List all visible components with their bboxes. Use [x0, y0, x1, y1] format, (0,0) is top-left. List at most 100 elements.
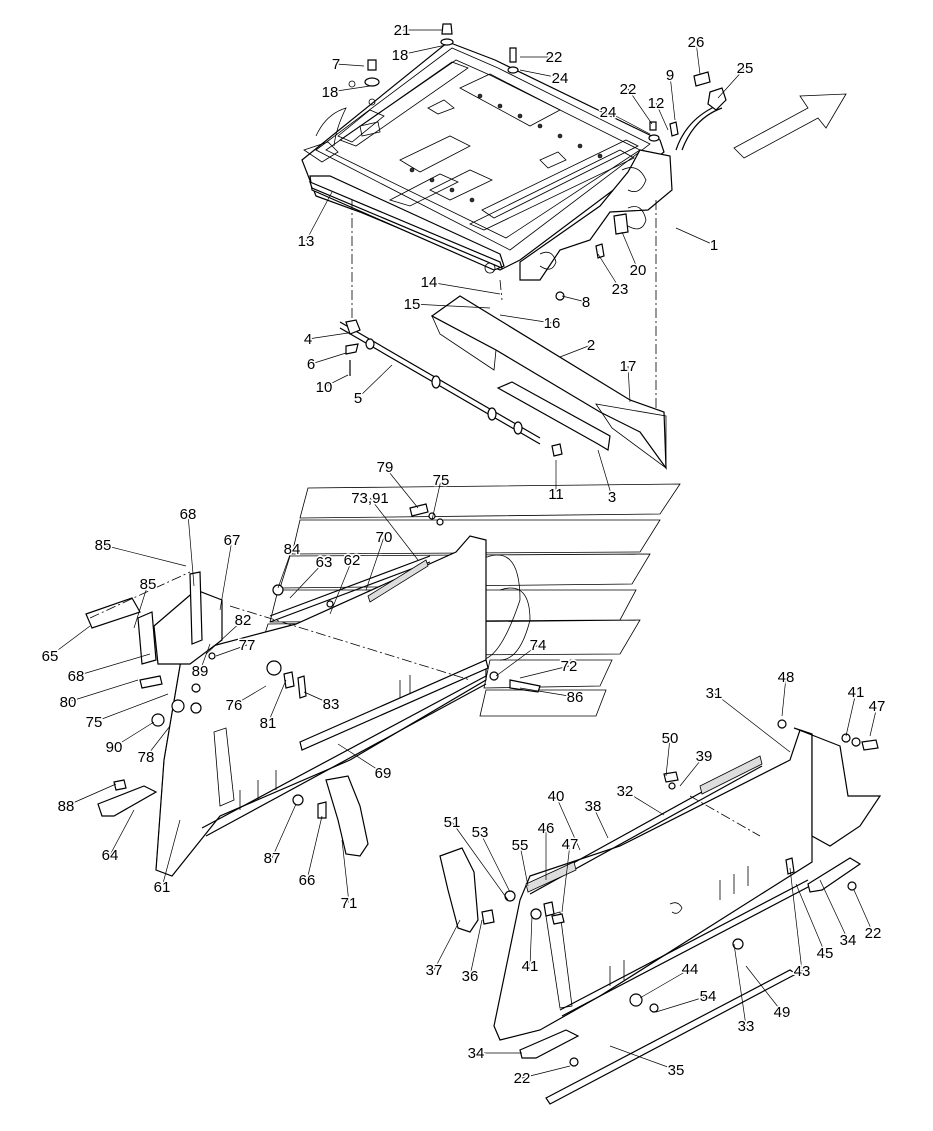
leader-line-c68b [75, 653, 151, 677]
callout-c3: 3 [608, 489, 616, 506]
leader-line-c89 [199, 643, 211, 672]
leader-line-c6 [310, 352, 347, 365]
callout-c26: 26 [688, 34, 705, 51]
leader-line-c15 [411, 303, 491, 309]
callout-c41a: 41 [848, 684, 865, 701]
leader-line-c67 [219, 539, 233, 611]
callout-c37: 37 [426, 962, 443, 979]
leader-line-c12 [655, 102, 669, 131]
leader-line-c1 [675, 227, 715, 246]
part-13-strip [309, 180, 503, 270]
leader-line-c13 [305, 191, 333, 242]
callout-c14: 14 [421, 274, 438, 291]
leader-line-c18a [399, 44, 447, 56]
leader-line-c39 [679, 755, 705, 787]
left-fasteners [113, 503, 541, 819]
part-61-shield [155, 535, 487, 877]
leader-line-c90 [113, 721, 155, 748]
leader-line-c78 [145, 725, 171, 758]
part-64-shoe [97, 785, 158, 817]
callout-c63: 63 [316, 554, 333, 571]
callout-c70: 70 [376, 529, 393, 546]
callout-c9: 9 [666, 67, 674, 84]
leader-line-c70 [365, 536, 385, 591]
callout-c16: 16 [544, 315, 561, 332]
callout-c61: 61 [154, 879, 171, 896]
callout-c39: 39 [696, 748, 713, 765]
leader-line-c49 [745, 965, 783, 1013]
main-frame [301, 41, 673, 281]
callout-c89: 89 [192, 663, 209, 680]
callout-c47a: 47 [869, 698, 886, 715]
callout-c13: 13 [298, 233, 315, 250]
part-3-strip [496, 381, 611, 451]
callout-c33: 33 [738, 1018, 755, 1035]
leader-line-c24b [607, 111, 651, 135]
callout-c22c: 22 [865, 925, 882, 942]
callout-c66: 66 [299, 872, 316, 889]
leader-line-c62 [329, 559, 353, 615]
leader-line-c9 [669, 74, 676, 121]
callout-c81: 81 [260, 715, 277, 732]
callout-c71: 71 [341, 895, 358, 912]
callout-c4: 4 [304, 331, 312, 348]
leader-line-c5 [357, 364, 393, 399]
leader-line-c85b [133, 583, 149, 629]
callout-c44: 44 [682, 961, 699, 978]
callout-c55: 55 [512, 837, 529, 854]
leader-line-c79 [384, 466, 419, 509]
part-69-strip [299, 659, 489, 751]
leader-line-c84 [277, 548, 293, 589]
callout-c90: 90 [106, 739, 123, 756]
callout-c53: 53 [472, 824, 489, 841]
callout-c5: 5 [354, 390, 362, 407]
part-67-plate [85, 571, 223, 665]
callout-c7: 7 [332, 56, 340, 73]
leader-line-c18b [329, 85, 371, 93]
leader-line-c69 [337, 743, 384, 774]
callout-c64: 64 [102, 847, 119, 864]
leader-line-c7 [335, 63, 365, 67]
leader-line-c51 [451, 821, 509, 901]
leader-line-c88 [65, 783, 117, 807]
part-70-rod [269, 555, 431, 623]
leader-line-c25 [717, 67, 746, 99]
leader-line-c2 [559, 344, 592, 358]
part-37-guard [439, 847, 479, 933]
callout-c65: 65 [42, 648, 59, 665]
leader-line-c31 [713, 692, 791, 753]
callout-c36: 36 [462, 968, 479, 985]
callout-c22d: 22 [514, 1070, 531, 1087]
leader-line-c16 [499, 314, 553, 324]
callout-c78: 78 [138, 749, 155, 766]
leader-line-c34a [819, 879, 849, 941]
leader-line-c63 [289, 561, 325, 599]
leader-line-c24a [519, 69, 561, 79]
right-fasteners [481, 719, 879, 1067]
callout-c22b: 22 [620, 81, 637, 98]
callout-c68b: 68 [68, 668, 85, 685]
leader-line-c40 [555, 795, 581, 851]
leader-line-c66 [306, 815, 323, 881]
callout-c24b: 24 [600, 104, 617, 121]
callout-c82: 82 [235, 612, 252, 629]
callout-c75b: 75 [86, 714, 103, 731]
callout-c20: 20 [630, 262, 647, 279]
callout-c84: 84 [284, 541, 301, 558]
callout-c85b: 85 [140, 576, 157, 593]
leader-line-c47a [869, 705, 878, 737]
callout-c80: 80 [60, 694, 77, 711]
callout-c8: 8 [582, 294, 590, 311]
leader-line-c71 [341, 839, 350, 904]
callout-c77: 77 [239, 637, 256, 654]
callout-c85a: 85 [95, 537, 112, 554]
callout-c18b: 18 [322, 84, 339, 101]
callout-c32: 32 [617, 783, 634, 800]
callout-c40: 40 [548, 788, 565, 805]
part-31-shield [493, 727, 882, 1041]
leader-line-c43 [789, 867, 803, 972]
callout-c74: 74 [530, 637, 547, 654]
leader-line-c87 [271, 803, 297, 859]
callout-c1: 1 [710, 237, 718, 254]
